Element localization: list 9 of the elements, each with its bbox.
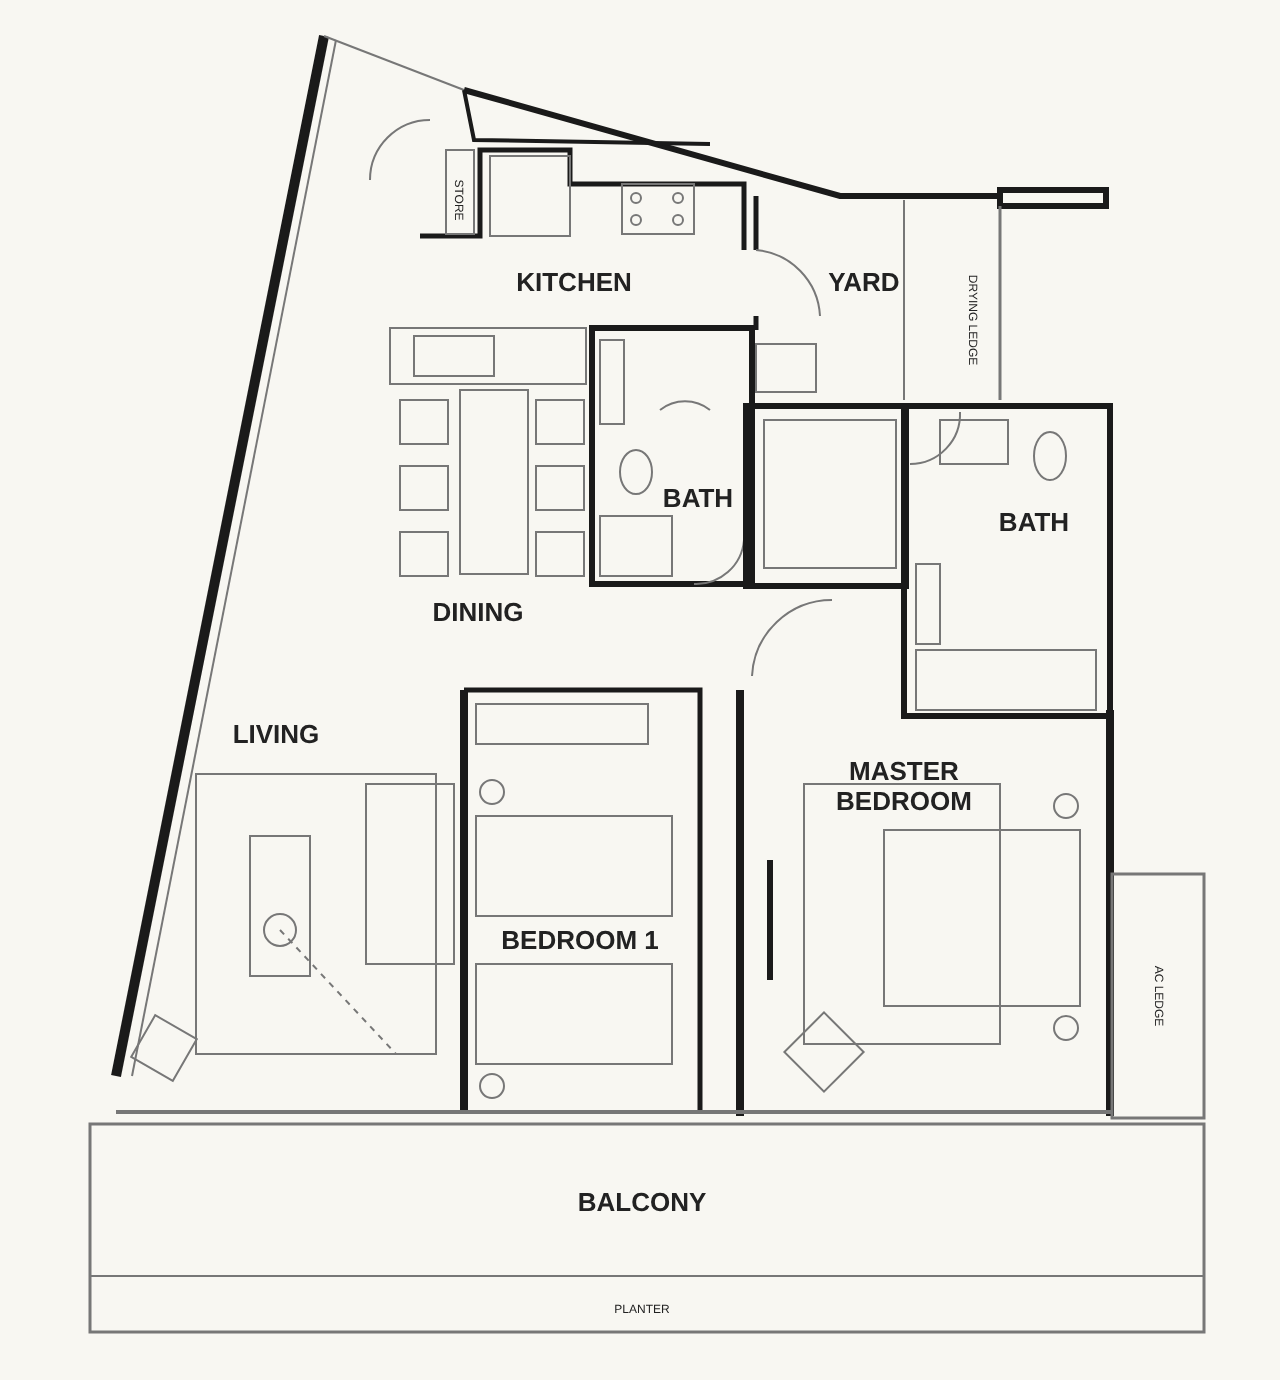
- room-label: MASTER BEDROOM: [834, 756, 974, 816]
- room-label: DINING: [432, 594, 524, 631]
- room-label: BATH: [662, 480, 734, 517]
- room-label: BEDROOM 1: [501, 922, 659, 959]
- room-label: YARD: [828, 264, 900, 301]
- room-label: LIVING: [232, 716, 320, 753]
- room-label: KITCHEN: [516, 264, 632, 301]
- room-label: BATH: [998, 504, 1070, 541]
- room-label: BALCONY: [577, 1184, 707, 1221]
